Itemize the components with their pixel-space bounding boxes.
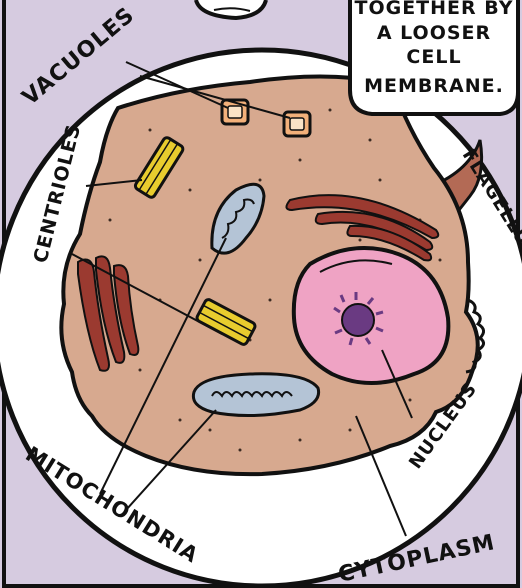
bubble-line-3: CELL bbox=[406, 46, 461, 68]
mitochondrion-bottom bbox=[193, 374, 318, 416]
bubble-line-2: A LOOSER bbox=[377, 22, 491, 44]
bubble-line-4: MEMBRANE. bbox=[364, 75, 504, 97]
bubble-line-1: TOGETHER BY bbox=[355, 0, 514, 19]
